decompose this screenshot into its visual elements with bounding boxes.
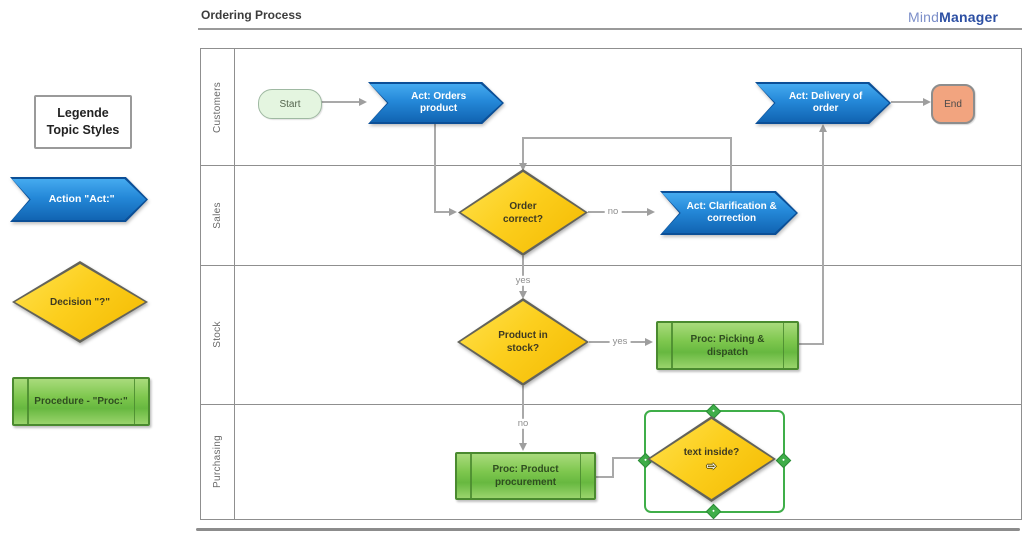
lane-label-stock[interactable]: Stock [211, 321, 223, 348]
procedure-side-line [133, 379, 135, 424]
arrowhead-right-icon [923, 98, 931, 106]
connector-procurement-right[interactable] [592, 476, 614, 478]
arrowhead-right-icon [645, 338, 653, 346]
procedure-side-line [579, 454, 581, 498]
arrowhead-right-icon [359, 98, 367, 106]
order-correct-decision-node[interactable]: Order correct? [458, 169, 588, 256]
lane-label-column-divider [234, 49, 235, 519]
end-node-label: End [944, 98, 962, 110]
lane-divider-customers-sales [201, 165, 1021, 166]
arrowhead-right-icon [647, 208, 655, 216]
connector-feedback-down[interactable] [522, 137, 524, 164]
act-orders-product-label: Act: Orders product [411, 90, 467, 115]
procedure-side-line [782, 323, 784, 368]
connector-clarification-up[interactable] [730, 138, 732, 193]
start-node[interactable]: Start [258, 89, 322, 119]
act-delivery-of-order-node[interactable]: Act: Delivery of order [755, 82, 891, 124]
edge-label-yes: yes [609, 336, 631, 348]
connector-procurement-to-textinside[interactable] [612, 457, 644, 459]
page-bottom-edge [196, 528, 1020, 531]
chevron-shape-fill: Act: Clarification & correction [662, 193, 796, 233]
connector-procurement-up[interactable] [612, 458, 614, 478]
product-in-stock-label: Product in stock? [498, 330, 548, 354]
proc-product-procurement-label: Proc: Product procurement [492, 464, 559, 488]
start-node-label: Start [279, 98, 301, 110]
diamond-shape-fill: Order correct? [461, 172, 585, 253]
act-clarification-node[interactable]: Act: Clarification & correction [660, 191, 798, 235]
chevron-shape-fill: Act: Delivery of order [757, 84, 889, 122]
legend-action-label: Action "Act:" [48, 192, 115, 205]
connector-picking-to-delivery[interactable] [822, 127, 824, 345]
logo-text-mind: Mind [908, 9, 940, 25]
diamond-shape-fill: Decision "?" [15, 264, 145, 340]
legend-decision-label: Decision "?" [49, 296, 111, 308]
connector-start-to-orders[interactable] [320, 101, 360, 103]
lane-label-sales[interactable]: Sales [211, 201, 223, 229]
order-correct-label: Order correct? [502, 200, 543, 225]
procedure-side-line [671, 323, 673, 368]
edge-label-no: no [514, 418, 532, 430]
connector-picking-right[interactable] [795, 343, 824, 345]
end-node[interactable]: End [931, 84, 975, 124]
act-orders-product-node[interactable]: Act: Orders product [368, 82, 504, 124]
edge-label-yes: yes [512, 275, 534, 287]
mindmanager-logo: MindManager [908, 9, 998, 25]
product-in-stock-decision-node[interactable]: Product in stock? [457, 298, 589, 386]
legend-procedure-shape[interactable]: Procedure - "Proc:" [12, 377, 150, 426]
connector-stockcheck-to-procurement[interactable] [522, 386, 524, 444]
edge-label-no: no [604, 206, 622, 218]
proc-picking-dispatch-node[interactable]: Proc: Picking & dispatch [656, 321, 799, 370]
chevron-shape-fill: Act: Orders product [370, 84, 502, 122]
arrowhead-right-icon [449, 208, 457, 216]
connector-orders-down[interactable] [434, 124, 436, 212]
legend-title-line1: Legende [57, 105, 109, 120]
legend-action-shape[interactable]: Action "Act:" [10, 177, 148, 222]
lane-divider-sales-stock [201, 265, 1021, 266]
arrowhead-up-icon [819, 124, 827, 132]
connector-feedback-horizontal[interactable] [522, 137, 732, 139]
text-inside-label: text inside? [683, 447, 740, 458]
lane-label-customers[interactable]: Customers [212, 81, 224, 133]
proc-product-procurement-node[interactable]: Proc: Product procurement [455, 452, 596, 500]
arrowhead-down-icon [519, 443, 527, 451]
legend-title-box[interactable]: Legende Topic Styles [34, 95, 132, 149]
text-cursor-icon: ⇨ [706, 459, 717, 473]
connector-ordercorrect-to-stockcheck[interactable] [522, 256, 524, 292]
legend-procedure-label: Procedure - "Proc:" [34, 396, 128, 407]
connector-orders-to-ordercorrect[interactable] [434, 211, 450, 213]
page-title: Ordering Process [201, 8, 302, 22]
proc-picking-dispatch-label: Proc: Picking & dispatch [690, 333, 765, 358]
act-delivery-of-order-label: Act: Delivery of order [788, 90, 863, 115]
chevron-shape-fill: Action "Act:" [12, 179, 146, 220]
lane-label-purchasing[interactable]: Purchasing [212, 434, 223, 489]
procedure-side-line [470, 454, 472, 498]
diamond-shape-fill: Product in stock? [460, 301, 586, 383]
act-clarification-label: Act: Clarification & correction [686, 200, 777, 225]
selection-frame[interactable] [637, 403, 792, 520]
legend-decision-shape[interactable]: Decision "?" [12, 261, 148, 343]
procedure-side-line [27, 379, 29, 424]
lane-divider-stock-purchasing [201, 404, 1021, 405]
logo-text-manager: Manager [939, 9, 999, 25]
connector-delivery-to-end[interactable] [891, 101, 924, 103]
arrowhead-down-icon [519, 291, 527, 299]
diamond-shape-fill: text inside? ⇨ [650, 419, 773, 499]
text-inside-decision-node[interactable]: text inside? ⇨ [647, 416, 776, 502]
arrowhead-down-icon [519, 163, 527, 171]
header-divider [198, 28, 1022, 30]
legend-title-line2: Topic Styles [46, 123, 120, 137]
swimlane-table: Customers Sales Stock Purchasing [200, 48, 1022, 520]
